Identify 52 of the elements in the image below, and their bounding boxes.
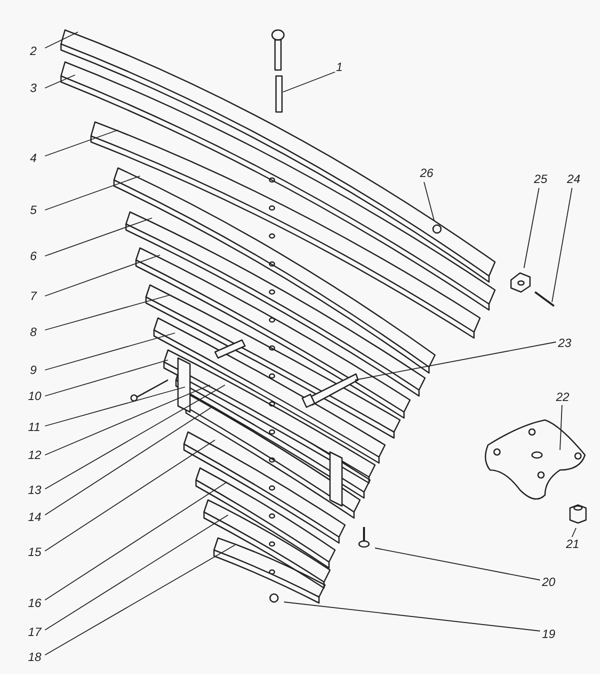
leader-line xyxy=(44,440,216,552)
callout-number: 16 xyxy=(28,596,42,610)
leader-line xyxy=(552,188,572,302)
callout-number: 19 xyxy=(542,627,556,641)
callout-number: 2 xyxy=(30,44,37,58)
leader-line xyxy=(284,602,540,632)
callout-number: 21 xyxy=(566,537,580,551)
leader-line xyxy=(44,218,152,256)
leader-line xyxy=(374,548,540,580)
callout-number: 1 xyxy=(336,60,343,74)
callout-number: 7 xyxy=(30,289,37,303)
leader-line xyxy=(44,384,210,456)
leader-line xyxy=(572,528,576,538)
callout-number: 22 xyxy=(556,390,570,404)
leader-line xyxy=(44,294,170,330)
callout-number: 5 xyxy=(30,203,37,217)
leader-line xyxy=(282,72,336,92)
callout-number: 18 xyxy=(28,650,42,664)
leader-line xyxy=(44,544,236,656)
callout-number: 10 xyxy=(28,389,42,403)
callout-number: 13 xyxy=(28,483,42,497)
leader-line xyxy=(44,406,212,516)
leader-line xyxy=(44,176,140,210)
leader-line xyxy=(560,404,562,450)
leader-line xyxy=(44,332,176,370)
leader-line xyxy=(354,342,556,380)
leader-line xyxy=(44,386,186,426)
callout-number: 17 xyxy=(28,625,42,639)
callout-number: 15 xyxy=(28,545,42,559)
callout-number: 23 xyxy=(558,336,572,350)
callout-number: 9 xyxy=(30,363,37,377)
callout-number: 12 xyxy=(28,448,42,462)
callout-number: 26 xyxy=(420,166,434,180)
leader-line xyxy=(44,32,78,48)
leader-line xyxy=(44,254,160,296)
callout-number: 11 xyxy=(28,420,40,434)
callout-number: 4 xyxy=(30,151,37,165)
leader-line xyxy=(44,360,168,396)
callout-number: 24 xyxy=(567,172,580,186)
callout-number: 14 xyxy=(28,510,42,524)
callout-number: 8 xyxy=(30,325,37,339)
callout-number: 25 xyxy=(534,172,548,186)
callout-number: 6 xyxy=(30,249,37,263)
leader-line xyxy=(44,514,228,630)
callout-number: 20 xyxy=(542,575,556,589)
leader-line xyxy=(524,188,540,268)
leader-line xyxy=(44,384,226,490)
leader-line xyxy=(44,130,118,156)
leader-line xyxy=(424,182,434,220)
leader-line xyxy=(44,482,228,600)
leader-line xyxy=(44,74,76,88)
callout-number: 3 xyxy=(30,81,37,95)
